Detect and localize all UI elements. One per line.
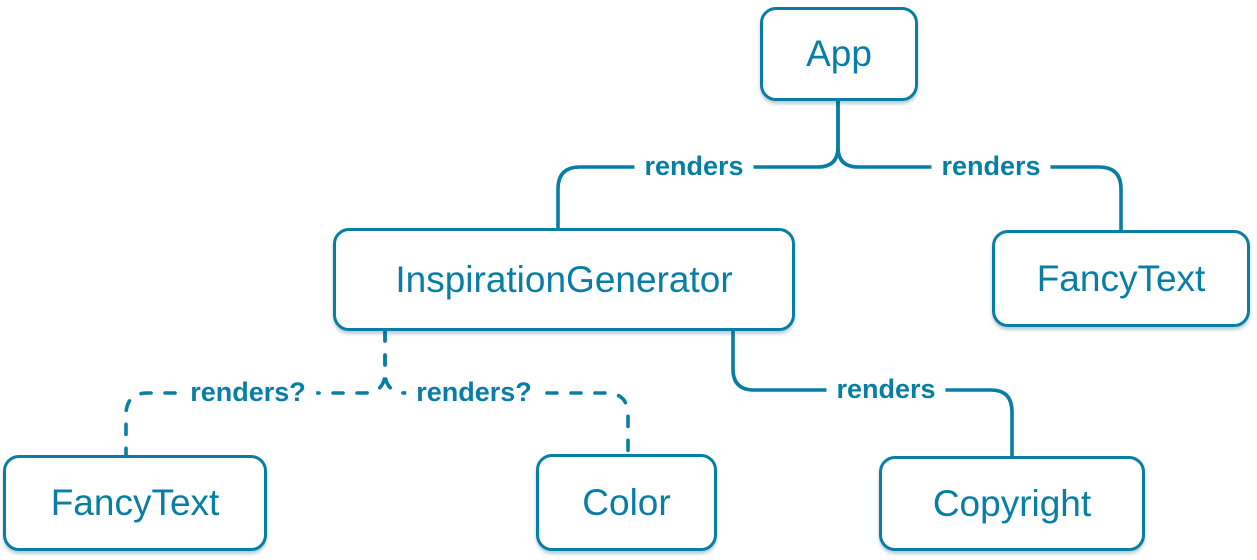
node-copyright: Copyright: [879, 456, 1145, 551]
node-color: Color: [536, 454, 717, 551]
edge-label-app-inspirationgenerator: renders: [634, 151, 754, 182]
edge-label-app-fancytext: renders: [931, 151, 1051, 182]
node-color-label: Color: [582, 481, 671, 523]
node-fancy-text-top-label: FancyText: [1036, 257, 1206, 299]
edge-label-inspirationgenerator-fancytext: renders?: [180, 377, 316, 408]
edge-inspirationgenerator-fancytext: [124, 329, 387, 457]
edge-label-inspirationgenerator-color: renders?: [406, 377, 542, 408]
node-fancy-text-top: FancyText: [992, 230, 1250, 327]
node-fancy-text-bottom: FancyText: [3, 455, 267, 551]
node-app-label: App: [806, 33, 872, 74]
edge-label-inspirationgenerator-copyright: renders: [826, 374, 946, 405]
node-inspiration-generator-label: InspirationGenerator: [395, 258, 733, 300]
node-fancy-text-bottom-label: FancyText: [50, 482, 220, 523]
node-copyright-label: Copyright: [932, 482, 1092, 524]
node-inspiration-generator: InspirationGenerator: [333, 228, 795, 331]
node-app: App: [760, 7, 918, 101]
